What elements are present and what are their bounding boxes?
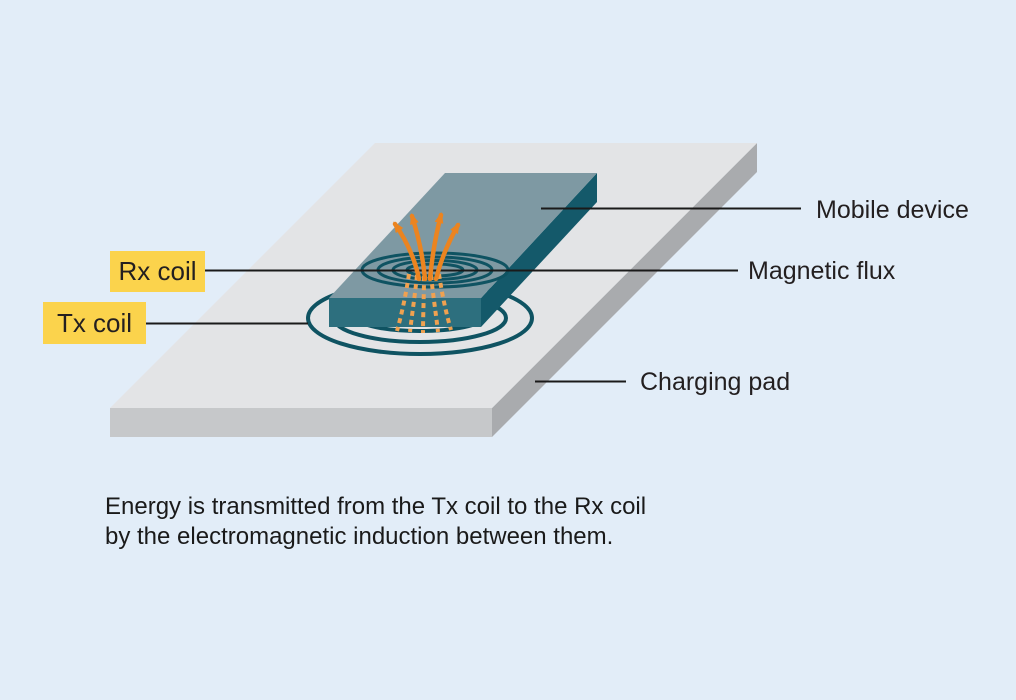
rx-coil-label: Rx coil [110, 251, 205, 292]
charging-pad-label: Charging pad [640, 368, 791, 396]
magnetic-flux-arrows [392, 212, 461, 282]
flux-arrow [427, 212, 444, 282]
flux-arrow [433, 222, 461, 282]
charging-pad-side-face [492, 143, 757, 437]
caption-line-1: Energy is transmitted from the Tx coil t… [105, 493, 647, 520]
flux-dashed-line [395, 273, 411, 332]
caption: Energy is transmitted from the Tx coil t… [105, 492, 646, 552]
magnetic-flux-label: Magnetic flux [748, 257, 896, 285]
leader-lines [146, 207, 801, 383]
flux-dashed-line [408, 274, 419, 333]
flux-arrow [392, 221, 422, 282]
mobile-device-side-face [481, 173, 597, 327]
caption-line-2: by the electromagnetic induction between… [105, 523, 614, 550]
charging-pad-front-face [110, 408, 492, 437]
mobile-device-label: Mobile device [816, 196, 969, 224]
flux-dashed-line [437, 273, 453, 331]
tx-coil-label: Tx coil [43, 302, 146, 344]
flux-arrow [409, 213, 428, 282]
